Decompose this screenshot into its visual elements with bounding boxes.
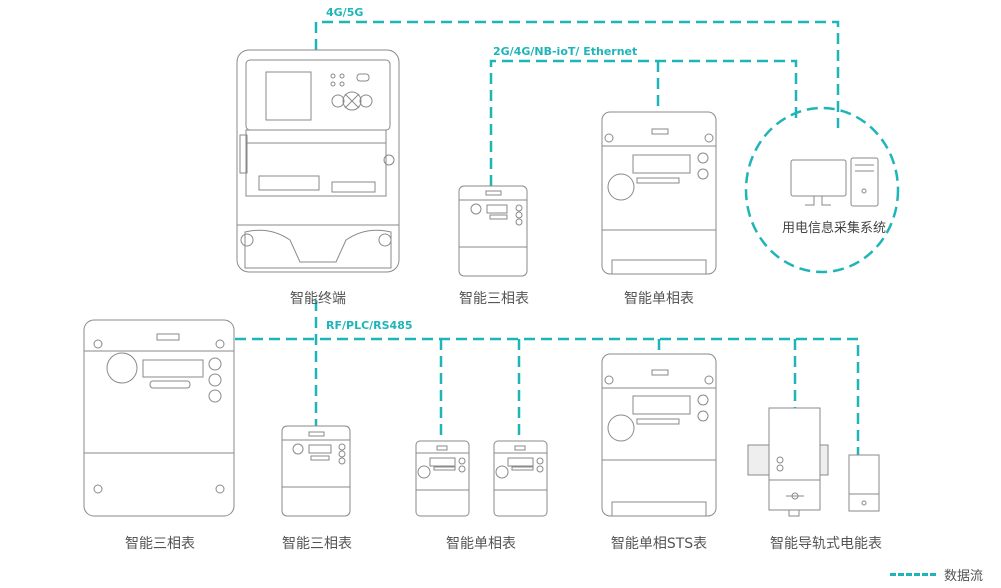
system-boundary bbox=[744, 106, 900, 274]
label-three-phase-top: 智能三相表 bbox=[459, 291, 529, 307]
label-three-phase-large: 智能三相表 bbox=[125, 536, 195, 552]
label-three-phase-small: 智能三相表 bbox=[282, 536, 352, 552]
link-2g4g-three-phase bbox=[489, 59, 798, 186]
network-label-rf-plc-rs485: RF/PLC/RS485 bbox=[326, 319, 413, 332]
data-flow-lines bbox=[235, 20, 900, 455]
label-din-rail: 智能导轨式电能表 bbox=[770, 536, 882, 552]
device-smart-terminal bbox=[236, 49, 400, 273]
legend-dashed-line-icon bbox=[889, 573, 936, 576]
device-single-phase-meter-1 bbox=[415, 440, 470, 517]
network-label-4g5g: 4G/5G bbox=[326, 6, 364, 19]
legend: 数据流 bbox=[889, 565, 983, 584]
device-three-phase-meter-small bbox=[281, 425, 351, 517]
link-4g5g bbox=[314, 20, 840, 128]
label-single-phase-pair: 智能单相表 bbox=[446, 536, 516, 552]
device-single-phase-meter-top bbox=[601, 111, 717, 275]
device-three-phase-meter-large bbox=[83, 319, 235, 517]
legend-label: 数据流 bbox=[943, 569, 983, 584]
label-single-phase-sts: 智能单相STS表 bbox=[610, 536, 708, 552]
monitor-icon bbox=[790, 159, 847, 197]
label-single-phase-top: 智能单相表 bbox=[624, 291, 694, 307]
label-smart-terminal: 智能终端 bbox=[290, 291, 346, 307]
link-local-bus bbox=[235, 337, 860, 455]
device-single-phase-sts-meter bbox=[601, 353, 717, 517]
system-label: 用电信息采集系统 bbox=[781, 221, 887, 236]
network-label-2g4g-ethernet: 2G/4G/NB-ioT/ Ethernet bbox=[493, 45, 638, 58]
system-computer bbox=[790, 157, 879, 207]
device-single-phase-meter-2 bbox=[493, 440, 548, 517]
pc-tower-icon bbox=[850, 157, 879, 207]
device-three-phase-meter-top bbox=[458, 185, 528, 277]
device-din-rail-meter bbox=[747, 407, 880, 517]
